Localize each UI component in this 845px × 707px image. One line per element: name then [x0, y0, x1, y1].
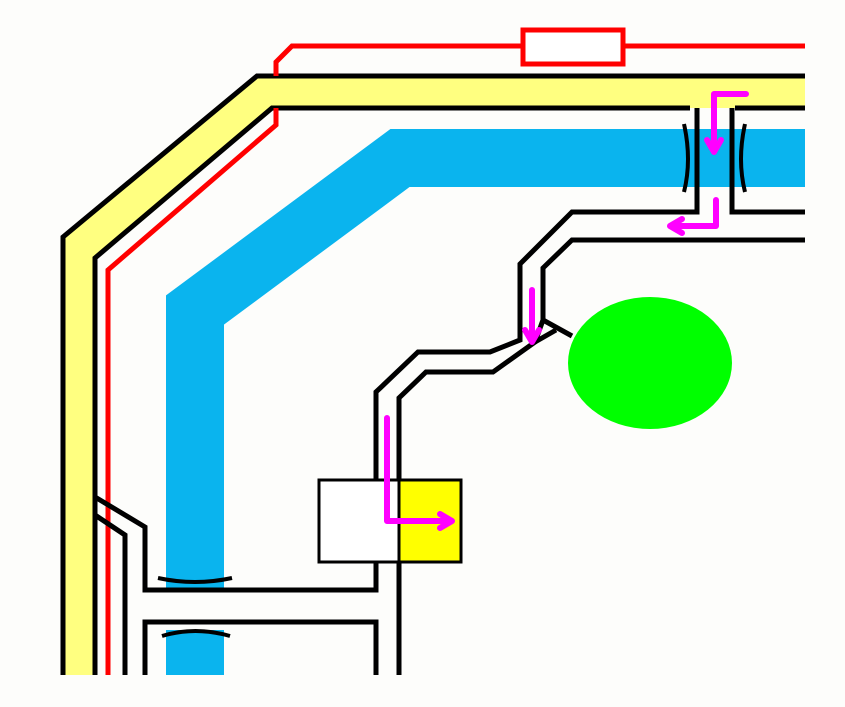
conduit-inner-branch — [396, 237, 805, 675]
bracket-bottom-lower — [161, 629, 231, 638]
flow-arrow-riser-head — [667, 216, 685, 236]
conduit-to-node — [541, 317, 574, 339]
bracket-top-left — [682, 123, 690, 193]
red-wire-top — [273, 43, 805, 76]
flow-arrow-top — [711, 91, 749, 151]
conduit-to-node-2 — [533, 327, 558, 345]
crossing-brackets — [157, 123, 747, 638]
resistor-symbol — [520, 27, 626, 67]
conduit-left-lower — [93, 512, 128, 675]
yellow-band-inner-edge — [92, 105, 690, 675]
yellow-band-outer-edge — [60, 73, 805, 675]
flow-arrow-riser — [671, 197, 719, 229]
conduit-outlines — [93, 108, 805, 675]
conduit-lower-box — [142, 619, 379, 675]
flow-arrow-branch-head — [522, 327, 542, 345]
green-node — [568, 297, 732, 429]
flow-arrow-drop — [384, 415, 451, 524]
bracket-bottom-upper — [157, 576, 233, 584]
flow-arrow-top-head — [704, 137, 724, 155]
flow-arrow-drop-head — [437, 511, 455, 531]
conduit-riser-right — [729, 108, 805, 215]
bracket-top-right — [739, 123, 747, 193]
blue-pipe — [166, 129, 805, 590]
red-wire — [105, 108, 279, 675]
flow-arrows — [384, 91, 749, 531]
conduit-riser-left — [93, 108, 700, 593]
